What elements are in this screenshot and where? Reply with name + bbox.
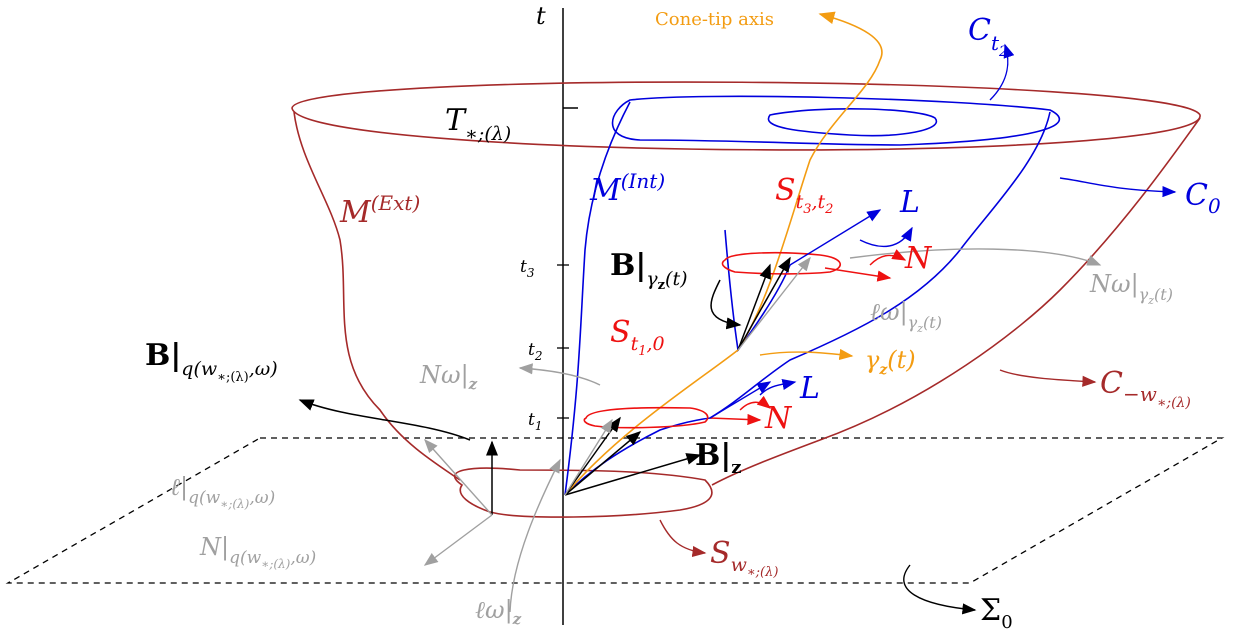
t1-tick-label: t1 (528, 410, 542, 433)
gamma-arrow (759, 348, 854, 360)
S-w-label: Sw∗;(λ) (710, 536, 778, 580)
B-q-label: B|q(w∗;(λ),ω) (145, 338, 278, 385)
C-0-label: C0 (1185, 178, 1221, 218)
M-ext-label: M(Ext) (339, 191, 420, 230)
N-omega-gamma-label: Nω|γz(t) (1089, 270, 1173, 307)
L-bottom-label: L (799, 371, 820, 406)
N-omega-z-label: Nω|z (419, 361, 478, 393)
t-axis-label: t (536, 2, 546, 30)
brown-arrows (659, 369, 1097, 558)
gamma-z-label: γz(t) (865, 346, 916, 378)
sigma-arrow (903, 564, 977, 615)
gray-arrows (423, 248, 1102, 613)
l-q-label: ℓ|q(w∗;(λ),ω) (170, 473, 275, 511)
black-arrows (298, 256, 791, 515)
N-bottom-label: N (764, 401, 793, 436)
exterior-surface (291, 81, 1201, 518)
section-circles (583, 251, 841, 429)
B-z-label: B|z (695, 438, 742, 478)
blue-arrows (709, 43, 1177, 419)
M-int-label: M(Int) (589, 169, 665, 208)
red-arrows (709, 249, 907, 426)
interior-surface (564, 95, 1061, 496)
l-omega-z-label: ℓω|z (475, 596, 522, 628)
N-top-label: N (904, 241, 933, 276)
Sigma-0-label: Σ0 (980, 593, 1013, 633)
C-minus-label: C−w∗;(λ) (1100, 366, 1191, 411)
t3-tick-label: t3 (520, 257, 535, 280)
S-t10-label: St1,0 (610, 315, 665, 359)
t2-tick-label: t2 (528, 340, 542, 363)
l-omega-gamma-label: ℓω|γz(t) (870, 298, 942, 335)
L-top-label: L (899, 185, 920, 220)
C-t2-label: Ct2 (968, 13, 1008, 60)
cone-tip-axis-label: Cone-tip axis (655, 9, 774, 30)
B-gamma-label: B|γz(t) (610, 248, 688, 293)
T-tick-label: T∗;(λ) (445, 103, 511, 145)
S-t3t2-label: St3,t2 (775, 173, 833, 217)
base-plane (5, 437, 1225, 584)
cone-tip-axis-curve (564, 11, 883, 496)
N-q-label: N|q(w∗;(λ),ω) (199, 533, 316, 571)
